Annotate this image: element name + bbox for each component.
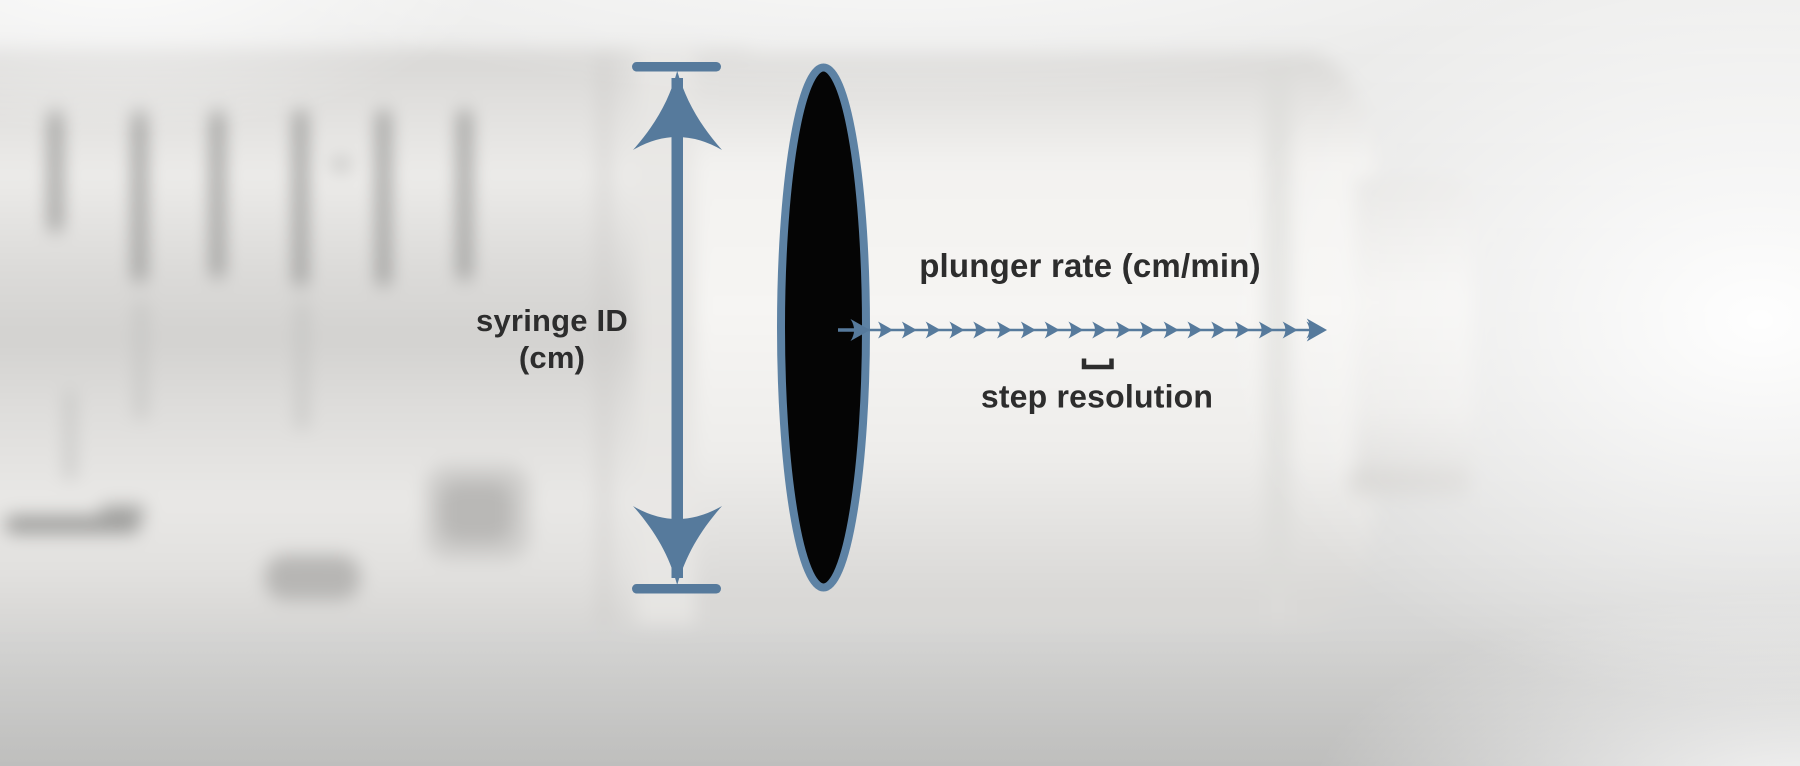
step-bracket-icon (1081, 358, 1114, 370)
chain-arrowhead (925, 321, 941, 339)
arrow-chain-icon (838, 318, 1327, 342)
syringe-id-label: syringe ID (cm) (476, 302, 628, 376)
step-resolution-label: step resolution (980, 378, 1214, 415)
plunger-disc-ellipse (777, 63, 870, 592)
syringe-id-label-line2: (cm) (518, 340, 586, 375)
plunger-rate-label: plunger rate (cm/min) (919, 247, 1261, 284)
chain-arrowhead (997, 321, 1012, 339)
chain-arrowhead-end (1306, 318, 1327, 342)
double-headed-arrow-icon (632, 62, 722, 594)
measure-cap-top (632, 62, 721, 72)
measure-cap-bottom (632, 584, 721, 594)
chain-arrowhead (1187, 321, 1203, 339)
chain-arrowhead (1258, 321, 1274, 339)
syringe-id-label-line1: syringe ID (476, 303, 628, 338)
measure-shaft (671, 78, 683, 578)
chain-arrowhead (1092, 321, 1108, 339)
chain-arrowhead (1163, 321, 1179, 339)
chain-arrowhead (1282, 321, 1298, 339)
chain-arrowhead (1116, 321, 1131, 339)
chain-arrowhead (901, 321, 917, 339)
chain-arrowhead (973, 321, 989, 339)
arrowhead-down-icon (633, 506, 722, 585)
chain-arrowhead (1139, 321, 1155, 339)
chain-arrowhead (949, 321, 965, 339)
chain-arrowhead (1020, 321, 1036, 339)
chain-arrowhead (1235, 321, 1250, 339)
chain-arrowhead (1068, 321, 1084, 339)
chain-arrowhead-start (850, 318, 870, 342)
chain-arrowhead (1044, 321, 1060, 339)
chain-arrowhead (1211, 321, 1227, 339)
arrowhead-up-icon (633, 71, 722, 150)
chain-arrowhead (878, 321, 893, 339)
